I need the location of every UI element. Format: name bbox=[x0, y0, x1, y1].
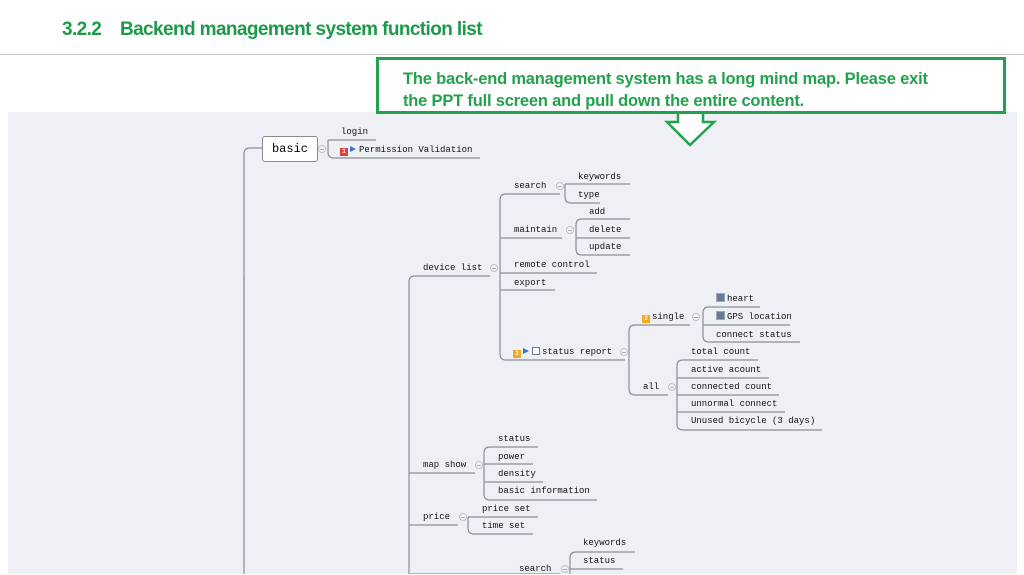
collapse-icon[interactable] bbox=[475, 461, 483, 469]
priority-2-icon: 2 bbox=[513, 350, 521, 358]
collapse-icon[interactable] bbox=[318, 145, 326, 153]
collapse-icon[interactable] bbox=[561, 565, 569, 573]
collapse-icon[interactable] bbox=[459, 513, 467, 521]
node-status[interactable]: status bbox=[498, 434, 531, 444]
node-permission-validation[interactable]: 1 Permission Validation bbox=[340, 144, 472, 156]
node-time-set[interactable]: time set bbox=[482, 521, 526, 531]
collapse-icon[interactable] bbox=[668, 383, 676, 391]
node-login[interactable]: login bbox=[341, 127, 369, 137]
node-remote-control[interactable]: remote control bbox=[514, 260, 590, 270]
down-arrow-icon bbox=[663, 109, 718, 147]
node-basic[interactable]: basic bbox=[262, 136, 318, 162]
node-price[interactable]: price bbox=[423, 512, 451, 522]
node-maintain[interactable]: maintain bbox=[514, 225, 558, 235]
callout-line-2: the PPT full screen and pull down the en… bbox=[403, 92, 805, 110]
node-total-count[interactable]: total count bbox=[691, 347, 751, 357]
node-label: status report bbox=[542, 347, 613, 357]
image-icon bbox=[716, 293, 725, 302]
page-title: 3.2.2 Backend management system function… bbox=[62, 19, 483, 40]
flag-icon bbox=[523, 348, 529, 354]
priority-1-icon: 1 bbox=[340, 148, 348, 156]
node-label: Permission Validation bbox=[359, 145, 473, 155]
node-unnormal-connect[interactable]: unnormal connect bbox=[691, 399, 778, 409]
callout-box: The back-end management system has a lon… bbox=[376, 57, 1006, 114]
node-device-list[interactable]: device list bbox=[423, 263, 483, 273]
node-export[interactable]: export bbox=[514, 278, 547, 288]
node-basic-information[interactable]: basic information bbox=[498, 486, 590, 496]
node-label: single bbox=[652, 312, 685, 322]
node-heart[interactable]: heart bbox=[716, 293, 754, 305]
image-icon bbox=[716, 311, 725, 320]
node-label: heart bbox=[727, 294, 755, 304]
collapse-icon[interactable] bbox=[556, 182, 564, 190]
node-unused-bicycle[interactable]: Unused bicycle (3 days) bbox=[691, 416, 816, 426]
node-update[interactable]: update bbox=[589, 242, 622, 252]
node-label: GPS location bbox=[727, 312, 792, 322]
collapse-icon[interactable] bbox=[692, 313, 700, 321]
collapse-icon[interactable] bbox=[566, 226, 574, 234]
node-gps-location[interactable]: GPS location bbox=[716, 311, 792, 323]
collapse-icon[interactable] bbox=[490, 264, 498, 272]
priority-2-icon: 2 bbox=[642, 315, 650, 323]
node-power[interactable]: power bbox=[498, 452, 526, 462]
header-divider bbox=[0, 54, 1024, 55]
node-add[interactable]: add bbox=[589, 207, 606, 217]
node-type[interactable]: type bbox=[578, 190, 600, 200]
flag-icon bbox=[350, 146, 356, 152]
callout-text: The back-end management system has a lon… bbox=[403, 68, 928, 112]
collapse-icon[interactable] bbox=[620, 348, 628, 356]
node-keywords[interactable]: keywords bbox=[578, 172, 622, 182]
node-search-2[interactable]: search bbox=[519, 564, 552, 574]
mind-map-canvas[interactable] bbox=[8, 112, 1017, 574]
node-keywords-2[interactable]: keywords bbox=[583, 538, 627, 548]
node-price-set[interactable]: price set bbox=[482, 504, 531, 514]
node-search[interactable]: search bbox=[514, 181, 547, 191]
node-delete[interactable]: delete bbox=[589, 225, 622, 235]
node-map-show[interactable]: map show bbox=[423, 460, 467, 470]
callout-line-1: The back-end management system has a lon… bbox=[403, 70, 928, 88]
node-active-acount[interactable]: active acount bbox=[691, 365, 762, 375]
node-density[interactable]: density bbox=[498, 469, 536, 479]
node-status-report[interactable]: 2 status report bbox=[513, 346, 612, 358]
node-connect-status[interactable]: connect status bbox=[716, 330, 792, 340]
node-status-2[interactable]: status bbox=[583, 556, 616, 566]
node-all[interactable]: all bbox=[643, 382, 660, 392]
node-connected-count[interactable]: connected count bbox=[691, 382, 773, 392]
task-box-icon bbox=[532, 347, 540, 355]
